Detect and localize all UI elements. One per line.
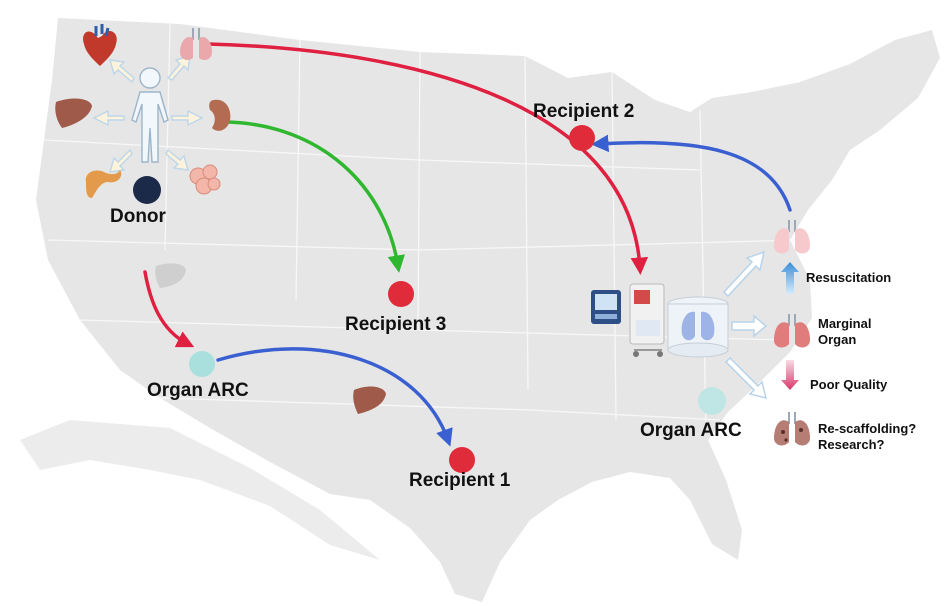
rescaffolding-label: Re-scaffolding? <box>818 421 917 436</box>
research-label: Research? <box>818 437 885 452</box>
arrow-to-marginal-organ <box>731 314 768 338</box>
perfusion-device-icon <box>629 283 665 357</box>
recipient-1-label: Recipient 1 <box>409 470 511 491</box>
heart-icon <box>83 24 117 66</box>
poor-quality-down-arrow <box>781 360 799 390</box>
pancreas-icon <box>85 170 122 198</box>
donor-outline-arrows <box>92 55 204 173</box>
transit-liver-icon <box>353 386 386 414</box>
human-body-icon <box>131 67 169 163</box>
grey-liver-icon <box>155 263 186 288</box>
arrow-donor-to-perfusion <box>206 42 649 275</box>
intestine-icon <box>189 164 221 195</box>
marginal-lung-icon <box>774 314 810 348</box>
marginal-label: Marginal <box>818 316 872 331</box>
arrow-to-liver <box>92 109 125 127</box>
damaged-lung-icon <box>774 412 810 446</box>
resuscitation-label: Resuscitation <box>806 270 892 285</box>
donor-label: Donor <box>110 206 166 227</box>
recipient-2-marker <box>569 125 595 151</box>
arrow-donor-to-recipient3 <box>226 120 405 273</box>
organ-arc-east-label: Organ ARC <box>640 420 742 441</box>
arrow-to-heart <box>109 59 135 84</box>
organ-arc-west-label: Organ ARC <box>147 380 249 401</box>
resuscitated-lung-icon <box>774 220 810 254</box>
chamber-outline-arrows <box>722 250 768 400</box>
perfusion-chamber-icon <box>667 296 729 358</box>
organ-arc-west-marker <box>189 351 215 377</box>
recipient-1-marker <box>449 447 475 473</box>
resuscitation-up-arrow <box>781 262 799 294</box>
monitor-icon <box>591 290 621 324</box>
liver-icon <box>55 98 92 128</box>
recipient-2-label: Recipient 2 <box>533 101 635 122</box>
donor-marker <box>133 176 161 204</box>
transport-arrows <box>143 42 792 447</box>
recipient-3-marker <box>388 281 414 307</box>
arrow-lung-to-recipient2 <box>591 134 792 212</box>
poor-quality-label: Poor Quality <box>810 377 888 392</box>
arrow-to-lung <box>166 55 191 81</box>
recipient-3-label: Recipient 3 <box>345 314 447 335</box>
arrow-organ-arc-to-recipient1 <box>216 347 453 447</box>
organ-label: Organ <box>818 332 857 347</box>
arrow-to-intestine <box>165 148 189 171</box>
arrow-to-resuscitated-lung <box>722 250 766 298</box>
arrow-to-kidney <box>171 109 204 127</box>
kidney-icon <box>209 99 231 131</box>
arrow-to-damaged-lung <box>724 356 768 400</box>
organ-arc-east-marker <box>698 387 726 415</box>
arrow-donor-to-organ-arc <box>143 270 195 348</box>
arrow-to-pancreas <box>109 148 133 173</box>
lung-icon <box>180 28 212 60</box>
